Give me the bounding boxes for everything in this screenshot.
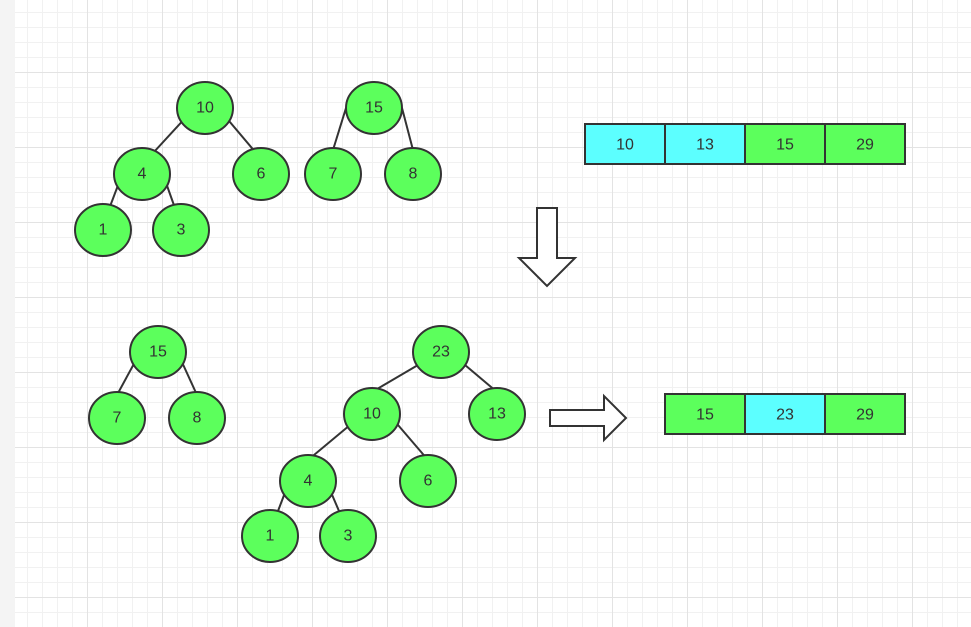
svg-text:3: 3	[177, 222, 186, 239]
svg-text:4: 4	[304, 473, 313, 490]
array-cell: 10	[584, 123, 666, 165]
down-arrow-icon	[516, 207, 578, 288]
tree-node: 13	[468, 387, 526, 441]
edge	[371, 364, 419, 393]
svg-text:7: 7	[329, 166, 338, 183]
edge	[332, 107, 347, 151]
array-cell-box	[664, 123, 746, 165]
array-cell: 23	[744, 393, 826, 435]
tree-node: 1	[241, 509, 299, 563]
array-cell-box	[584, 123, 666, 165]
svg-text:15: 15	[696, 407, 714, 424]
tree-node: 7	[88, 391, 146, 445]
svg-text:10: 10	[363, 406, 381, 423]
svg-text:8: 8	[409, 166, 418, 183]
tree-node: 6	[232, 147, 290, 201]
array-cell: 15	[664, 393, 746, 435]
svg-text:6: 6	[424, 473, 433, 490]
tree-node: 1	[74, 203, 132, 257]
edge	[116, 359, 137, 396]
svg-text:1: 1	[99, 222, 108, 239]
step1-array: 10 13 15 29	[584, 123, 906, 165]
svg-text:15: 15	[776, 137, 794, 154]
svg-text:8: 8	[193, 410, 202, 427]
tree-node: 4	[113, 147, 171, 201]
svg-text:23: 23	[432, 344, 450, 361]
svg-text:23: 23	[776, 407, 794, 424]
svg-text:4: 4	[138, 166, 147, 183]
left-margin-strip	[0, 0, 15, 627]
svg-text:15: 15	[149, 344, 167, 361]
step1-tree-b: 15 7 8	[304, 81, 442, 201]
array-cell-box	[744, 123, 826, 165]
tree-node: 10	[176, 81, 234, 135]
svg-text:1: 1	[266, 528, 275, 545]
edge	[307, 424, 351, 461]
array-cell-box	[824, 393, 906, 435]
tree-node: 23	[412, 325, 470, 379]
svg-text:7: 7	[113, 410, 122, 427]
right-arrow-icon	[549, 393, 628, 443]
array-cell-box	[744, 393, 826, 435]
edge	[401, 107, 414, 151]
tree-node: 3	[319, 509, 377, 563]
step2-merged-tree: 23 10 13 4 6 1 3	[241, 325, 526, 563]
tree-node: 6	[399, 454, 457, 508]
array-cell: 15	[744, 123, 826, 165]
tree-node: 15	[345, 81, 403, 135]
tree-node: 8	[384, 147, 442, 201]
svg-text:10: 10	[196, 100, 214, 117]
svg-text:10: 10	[616, 137, 634, 154]
grid-canvas	[15, 0, 971, 627]
svg-text:29: 29	[856, 407, 874, 424]
array-cell: 29	[824, 123, 906, 165]
svg-text:15: 15	[365, 100, 383, 117]
step2-array: 15 23 29	[664, 393, 906, 435]
array-cell: 13	[664, 123, 746, 165]
array-cell-box	[824, 123, 906, 165]
svg-text:13: 13	[696, 137, 714, 154]
svg-text:13: 13	[488, 406, 506, 423]
step1-tree-a: 10 4 6 1 3	[74, 81, 290, 257]
tree-node: 8	[168, 391, 226, 445]
tree-node: 10	[343, 387, 401, 441]
array-cell: 29	[824, 393, 906, 435]
svg-text:6: 6	[257, 166, 266, 183]
tree-node: 4	[279, 454, 337, 508]
edge	[397, 424, 429, 461]
tree-node: 15	[129, 325, 187, 379]
tree-node: 3	[152, 203, 210, 257]
svg-text:29: 29	[856, 137, 874, 154]
svg-text:3: 3	[344, 528, 353, 545]
step2-tree-b: 15 7 8	[88, 325, 226, 445]
tree-node: 7	[304, 147, 362, 201]
edge	[180, 359, 198, 396]
